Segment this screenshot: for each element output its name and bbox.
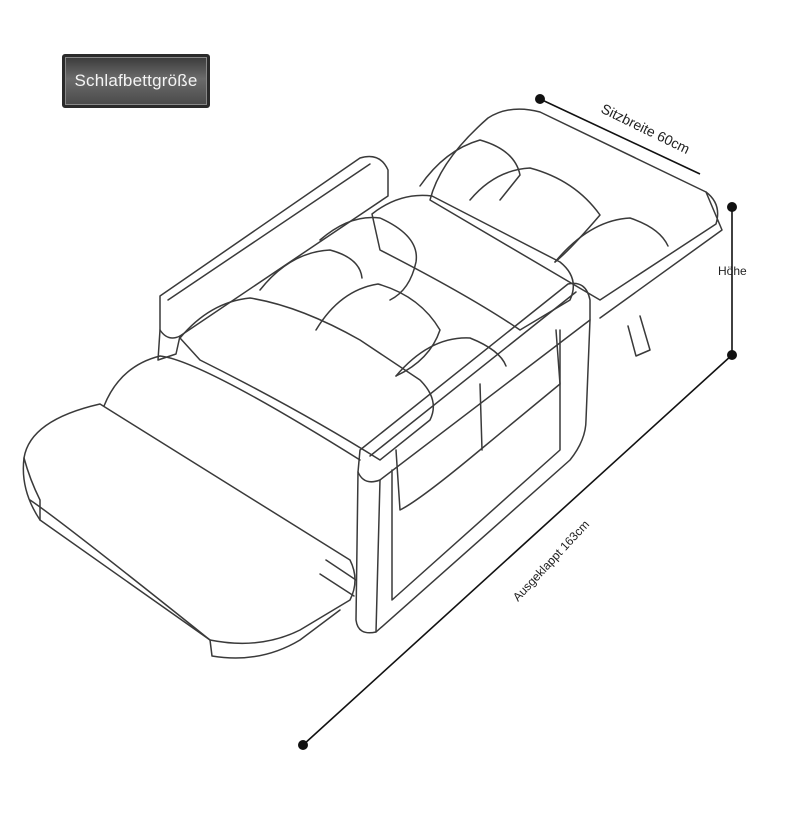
unfolded-length-dimension: Ausgeklappt 163cm bbox=[298, 354, 733, 750]
dimension-dot bbox=[298, 740, 308, 750]
title-text: Schlafbettgröße bbox=[74, 71, 198, 90]
unfolded-length-label: Ausgeklappt 163cm bbox=[510, 517, 592, 604]
height-dimension: Höhe bbox=[718, 202, 747, 360]
title-badge: Schlafbettgröße bbox=[62, 54, 210, 108]
dimension-dot bbox=[535, 94, 545, 104]
height-label: Höhe bbox=[718, 264, 747, 278]
dimension-dot bbox=[727, 202, 737, 212]
sofa-bed-illustration bbox=[22, 108, 723, 659]
seat-width-dimension: Sitzbreite 60cm bbox=[535, 94, 701, 175]
